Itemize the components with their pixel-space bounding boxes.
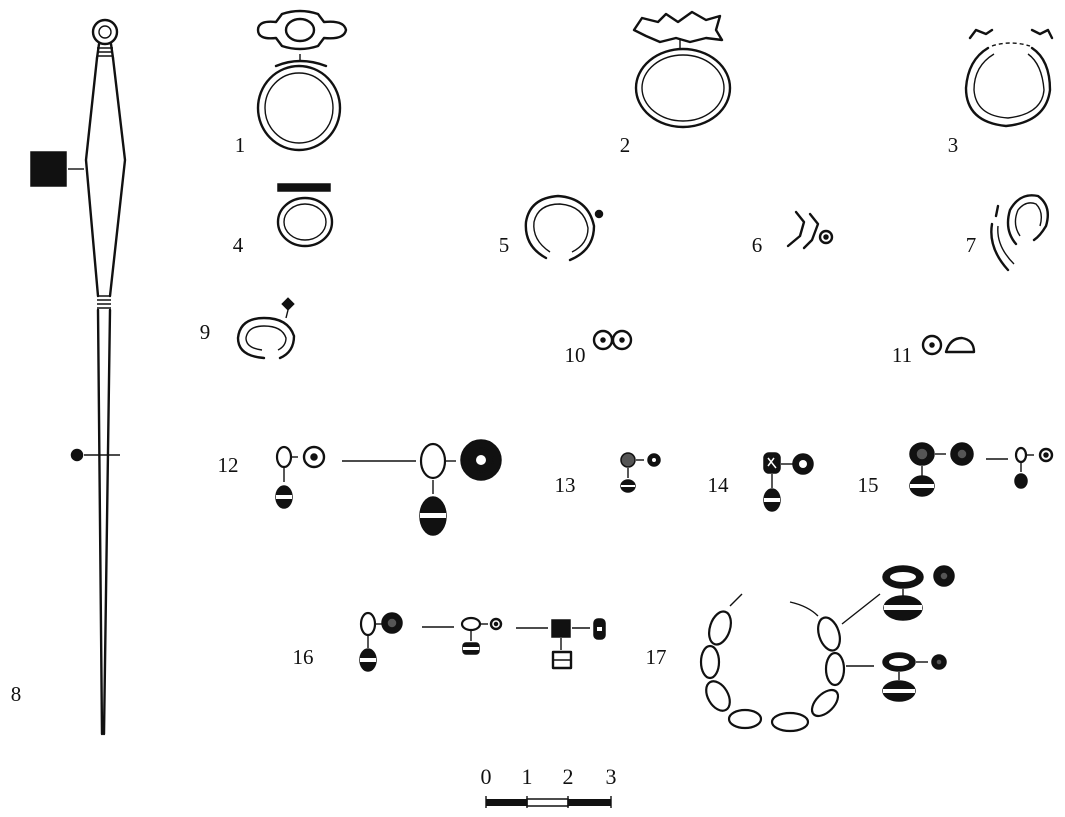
necklace-item-17 [699, 565, 955, 733]
ring-item-1 [256, 9, 348, 152]
bead-group-item-14 [763, 452, 814, 512]
label-item-15: 15 [858, 473, 879, 497]
label-item-5: 5 [499, 233, 510, 257]
scale-tick-0: 0 [481, 764, 492, 789]
item-numbers: 1 2 3 4 5 6 7 8 9 10 11 12 13 14 15 16 1… [11, 133, 977, 706]
label-item-13: 13 [555, 473, 576, 497]
label-item-7: 7 [966, 233, 977, 257]
label-item-14: 14 [708, 473, 730, 497]
bead-group-item-13 [620, 452, 661, 493]
label-item-4: 4 [233, 233, 244, 257]
pin-item-8 [30, 18, 127, 736]
scale-tick-1: 1 [522, 764, 533, 789]
label-item-2: 2 [620, 133, 631, 157]
label-item-16: 16 [293, 645, 314, 669]
label-item-8: 8 [11, 682, 22, 706]
label-item-1: 1 [235, 133, 246, 157]
ring-item-9 [236, 297, 296, 360]
label-item-12: 12 [218, 453, 239, 477]
ring-item-4 [276, 183, 334, 248]
ring-item-2 [632, 10, 732, 129]
bead-group-item-15 [909, 442, 1054, 497]
label-item-17: 17 [646, 645, 667, 669]
bead-item-10 [592, 329, 633, 351]
scale-bar: 0 1 2 3 [481, 764, 617, 808]
label-item-11: 11 [892, 343, 912, 367]
label-item-9: 9 [200, 320, 211, 344]
label-item-3: 3 [948, 133, 959, 157]
fragment-item-6 [786, 210, 834, 250]
ring-item-5 [524, 194, 604, 262]
scale-tick-3: 3 [606, 764, 617, 789]
bead-group-item-16 [359, 611, 606, 672]
bead-item-11 [921, 334, 976, 356]
label-item-10: 10 [565, 343, 586, 367]
scale-tick-2: 2 [563, 764, 574, 789]
ring-item-3 [964, 28, 1054, 128]
ring-item-7 [990, 194, 1049, 272]
label-item-6: 6 [752, 233, 763, 257]
bead-group-item-12 [275, 439, 502, 536]
